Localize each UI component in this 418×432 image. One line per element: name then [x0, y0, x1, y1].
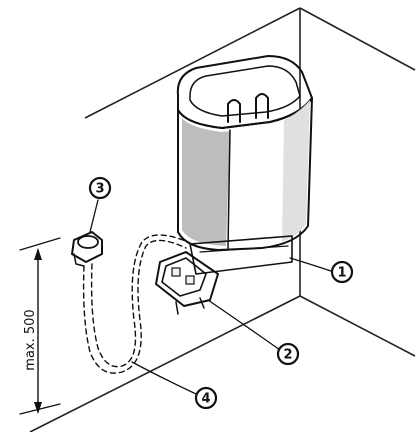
dimension-label: max. 500 — [23, 309, 38, 370]
wall-sensor — [71, 231, 103, 267]
heater-front-face — [182, 118, 230, 246]
callout-3-label: 3 — [95, 182, 104, 197]
callout-leaders — [89, 199, 335, 395]
control-knob-2 — [185, 275, 195, 285]
heater-side-shadow — [282, 100, 310, 242]
room-walls — [29, 7, 416, 432]
callout-1-label: 1 — [337, 266, 346, 281]
height-dimension: max. 500 — [19, 237, 61, 415]
dimension-arrow-top — [34, 248, 42, 260]
sauna-heater — [176, 55, 313, 275]
callout-1: 1 — [330, 260, 354, 284]
callout-2-label: 2 — [283, 348, 292, 363]
heater-handle-left — [227, 99, 241, 123]
heater-stone-basket — [189, 65, 301, 117]
dimension-arrow-bottom — [34, 402, 42, 414]
callout-3: 3 — [88, 176, 112, 200]
sensor-cable — [82, 234, 189, 374]
callout-2: 2 — [276, 342, 300, 366]
control-knob-1 — [171, 267, 181, 277]
heater-handle-right — [255, 93, 269, 119]
callout-4-label: 4 — [201, 392, 210, 407]
heater-body — [177, 97, 313, 251]
callout-4: 4 — [194, 386, 218, 410]
control-unit — [155, 251, 219, 315]
